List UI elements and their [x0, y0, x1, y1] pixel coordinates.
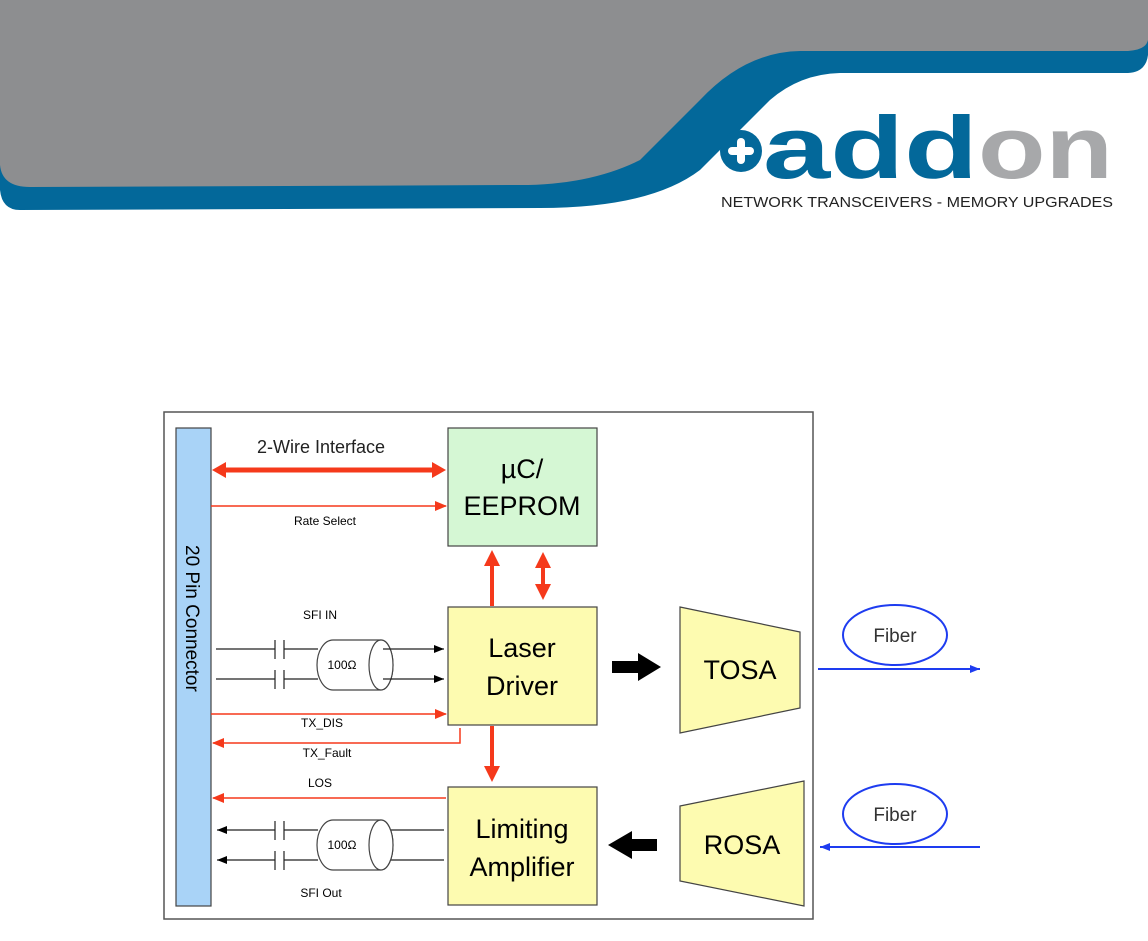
tosa-label: TOSA: [703, 655, 776, 685]
driver-to-amp-arrow: [484, 726, 500, 782]
header-banner: add on NETWORK TRANSCEIVERS - MEMORY UPG…: [0, 0, 1148, 211]
logo-suffix: on: [978, 98, 1113, 197]
fiber-in: Fiber: [820, 783, 980, 851]
sfi-out-label: SFI Out: [300, 886, 342, 900]
tx-fault-signal: TX_Fault: [212, 728, 461, 760]
fiber-loop-icon: [842, 604, 948, 666]
coax-cable-icon: 100Ω: [316, 819, 394, 871]
fiber-top-label: Fiber: [873, 626, 917, 647]
banner-gray-wave: [0, 0, 1148, 187]
two-wire-interface-signal: 2-Wire Interface: [212, 437, 446, 478]
tx-fault-label: TX_Fault: [303, 746, 352, 760]
laser-driver-line2: Driver: [486, 671, 558, 701]
limiting-amplifier-block: Limiting Amplifier: [447, 786, 598, 906]
rate-select-label: Rate Select: [294, 514, 357, 528]
sfi-in-label: SFI IN: [303, 608, 337, 622]
sfi-out-signal: 100Ω SFI Out: [217, 819, 444, 900]
driver-to-tosa-arrow: [612, 653, 661, 681]
connector-label: 20 Pin Connector: [181, 545, 202, 692]
mcu-label-line2: EEPROM: [463, 491, 580, 521]
mcu-label-line1: µC/: [501, 454, 544, 484]
los-signal: LOS: [212, 776, 446, 803]
tx-dis-label: TX_DIS: [301, 716, 343, 730]
rosa-block: ROSA: [679, 780, 805, 907]
addon-logo: add on: [720, 98, 1113, 197]
tx-dis-signal: TX_DIS: [211, 709, 447, 730]
rosa-to-amp-arrow: [608, 831, 657, 859]
brand-tagline: NETWORK TRANSCEIVERS - MEMORY UPGRADES: [721, 195, 1113, 211]
mcu-driver-arrows: [484, 550, 551, 606]
fiber-loop-icon: [842, 783, 948, 845]
tosa-block: TOSA: [679, 606, 801, 734]
sfi-in-signal: SFI IN 100Ω: [216, 608, 444, 691]
two-wire-label: 2-Wire Interface: [257, 437, 385, 457]
rosa-label: ROSA: [704, 830, 781, 860]
fiber-bottom-label: Fiber: [873, 805, 917, 826]
logo-prefix: add: [763, 98, 978, 197]
impedance-top-label: 100Ω: [328, 658, 357, 672]
fiber-out: Fiber: [818, 604, 980, 673]
coax-cable-icon: 100Ω: [316, 639, 394, 691]
laser-driver-line1: Laser: [488, 633, 556, 663]
limiting-amp-line2: Amplifier: [469, 852, 574, 882]
limiting-amp-line1: Limiting: [475, 814, 568, 844]
impedance-bottom-label: 100Ω: [328, 838, 357, 852]
rate-select-signal: Rate Select: [211, 501, 447, 528]
laser-driver-block: Laser Driver: [447, 606, 598, 726]
connector-block: 20 Pin Connector: [175, 427, 212, 907]
los-label: LOS: [308, 776, 332, 790]
mcu-eeprom-block: µC/ EEPROM: [447, 427, 598, 547]
